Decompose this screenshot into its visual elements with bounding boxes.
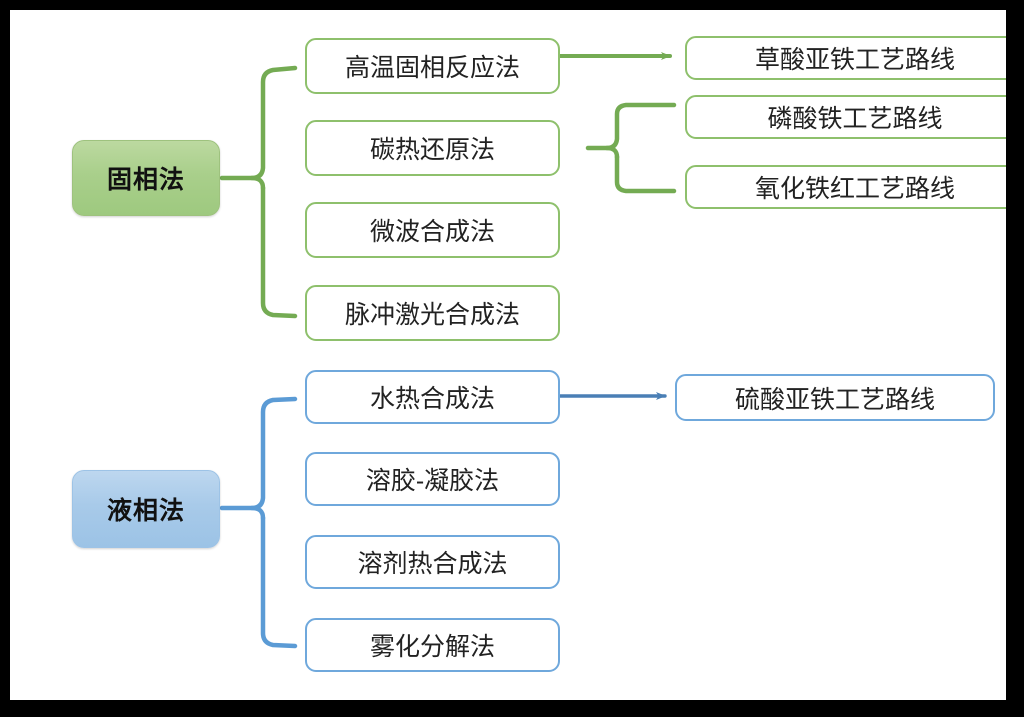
route-box-iron-oxide-red-label: 氧化铁红工艺路线 [754, 175, 955, 203]
method-box-sol-gel[interactable]: 溶胶-凝胶法 [305, 452, 560, 506]
route-box-ferrous-oxalate[interactable]: 草酸亚铁工艺路线 [685, 36, 1006, 80]
route-box-ferrous-sulfate[interactable]: 硫酸亚铁工艺路线 [675, 374, 995, 421]
route-box-iron-phosphate[interactable]: 磷酸铁工艺路线 [685, 95, 1006, 139]
root-node-solid-phase-label: 固相法 [106, 166, 185, 194]
brace-carbothermal-routes [585, 102, 677, 194]
route-box-iron-oxide-red[interactable]: 氧化铁红工艺路线 [685, 165, 1006, 209]
method-box-pulsed-laser-synthesis[interactable]: 脉冲激光合成法 [305, 285, 560, 341]
method-box-carbothermal-reduction-label: 碳热还原法 [369, 136, 495, 164]
root-node-liquid-phase[interactable]: 液相法 [72, 470, 220, 548]
method-box-pulsed-laser-synthesis-label: 脉冲激光合成法 [344, 301, 520, 329]
brace-solid-phase-main [219, 65, 298, 319]
method-box-solvothermal-synthesis[interactable]: 溶剂热合成法 [305, 535, 560, 589]
route-box-ferrous-oxalate-label: 草酸亚铁工艺路线 [754, 46, 955, 74]
method-box-sol-gel-label: 溶胶-凝胶法 [365, 467, 500, 495]
method-box-spray-decomposition[interactable]: 雾化分解法 [305, 618, 560, 672]
method-box-solvothermal-synthesis-label: 溶剂热合成法 [357, 550, 508, 578]
method-box-microwave-synthesis[interactable]: 微波合成法 [305, 202, 560, 258]
route-box-iron-phosphate-label: 磷酸铁工艺路线 [767, 105, 943, 133]
method-box-carbothermal-reduction[interactable]: 碳热还原法 [305, 120, 560, 176]
method-box-high-temp-solid-state[interactable]: 高温固相反应法 [305, 38, 560, 94]
diagram-canvas: 固相法 高温固相反应法 碳热还原法 微波合成法 脉冲激光合成法 草酸亚铁工艺路线… [10, 10, 1006, 700]
root-node-solid-phase[interactable]: 固相法 [72, 140, 220, 216]
method-box-hydrothermal-synthesis[interactable]: 水热合成法 [305, 370, 560, 424]
method-box-spray-decomposition-label: 雾化分解法 [369, 633, 495, 661]
method-box-hydrothermal-synthesis-label: 水热合成法 [369, 385, 495, 413]
route-box-ferrous-sulfate-label: 硫酸亚铁工艺路线 [734, 385, 935, 414]
brace-liquid-phase-main [219, 396, 298, 649]
method-box-high-temp-solid-state-label: 高温固相反应法 [344, 54, 520, 82]
method-box-microwave-synthesis-label: 微波合成法 [369, 218, 495, 246]
root-node-liquid-phase-label: 液相法 [106, 497, 185, 525]
